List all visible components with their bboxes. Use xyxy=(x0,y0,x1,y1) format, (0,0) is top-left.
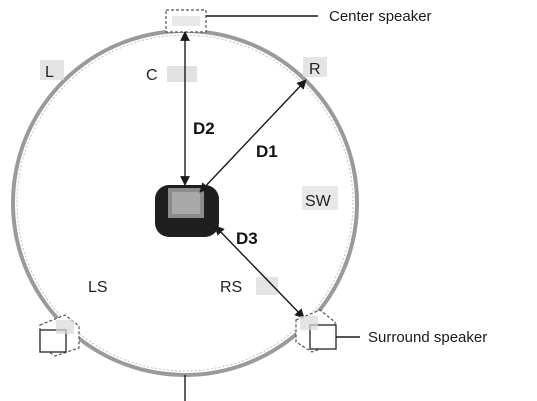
label-rs: RS xyxy=(220,279,242,296)
surround-speaker-label: Surround speaker xyxy=(368,329,487,346)
c-position-marker xyxy=(167,66,197,82)
r-position-marker xyxy=(303,57,327,77)
distance-label-d3: D3 xyxy=(236,229,258,248)
distance-line-d3 xyxy=(214,225,305,319)
left-surround-speaker-icon xyxy=(39,314,80,357)
right-surround-speaker-icon xyxy=(295,309,337,353)
label-l: L xyxy=(45,64,54,81)
l-position-marker xyxy=(40,60,64,80)
label-ls: LS xyxy=(88,279,108,296)
label-sw: SW xyxy=(305,193,332,210)
listener-seat-icon xyxy=(155,185,219,237)
distance-line-d1 xyxy=(199,79,307,193)
distance-label-d2: D2 xyxy=(193,119,215,138)
sw-position-marker xyxy=(302,186,338,210)
label-r: R xyxy=(309,61,321,78)
distance-label-d1: D1 xyxy=(256,142,278,161)
center-speaker-label: Center speaker xyxy=(329,8,432,25)
center-speaker-icon xyxy=(165,9,207,33)
label-c: C xyxy=(146,67,158,84)
